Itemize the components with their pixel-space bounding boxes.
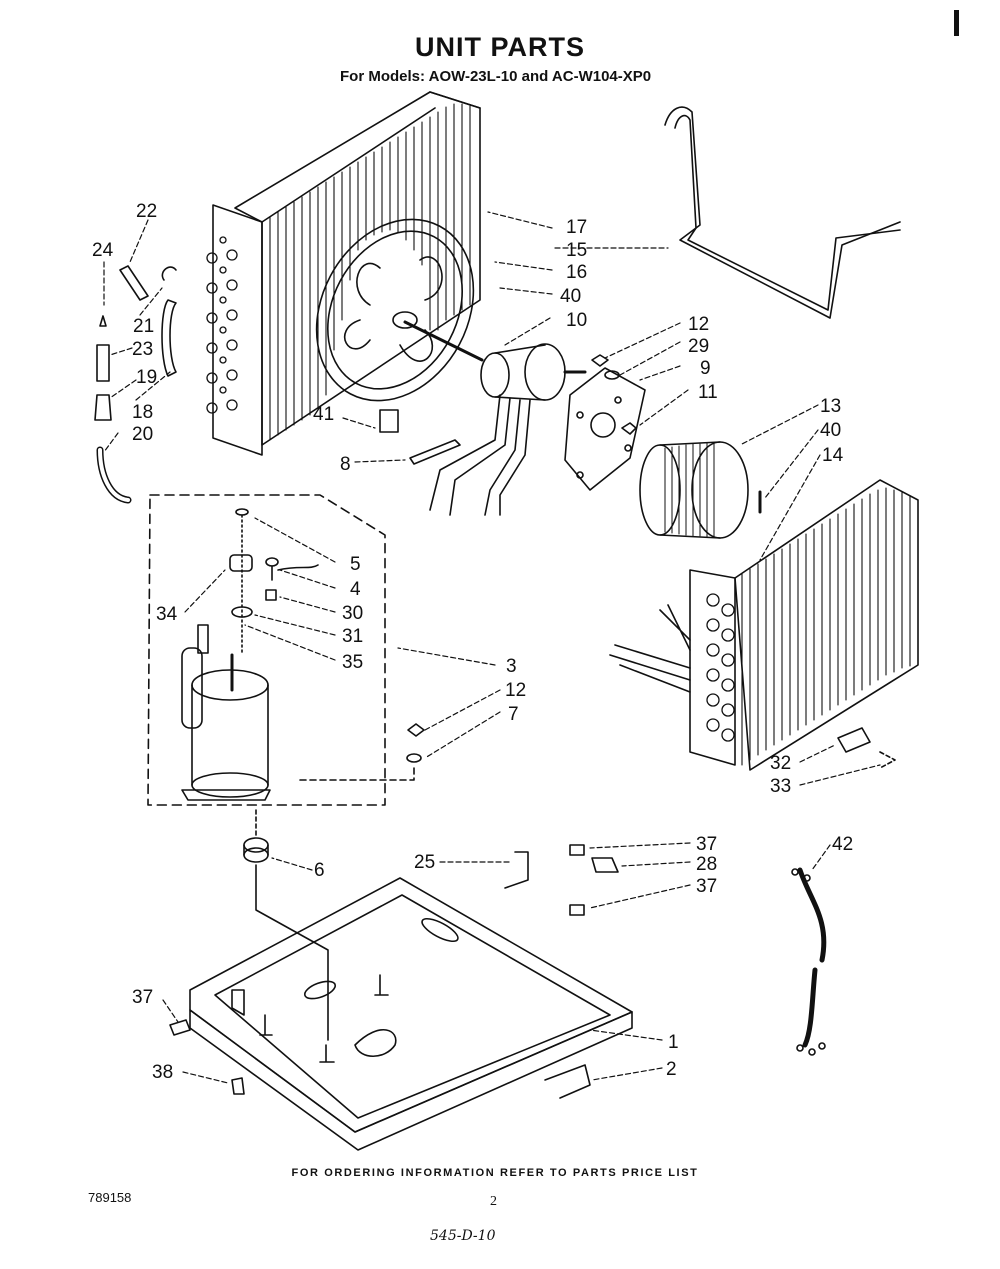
callout-31: 31 xyxy=(342,626,363,647)
callout-12-lower: 12 xyxy=(505,680,526,701)
callout-10: 10 xyxy=(566,310,587,331)
callout-23: 23 xyxy=(132,339,153,360)
mount-hardware xyxy=(299,723,425,781)
base-screw xyxy=(169,1019,191,1036)
leader-lines xyxy=(103,211,881,1084)
corner-mark xyxy=(954,10,959,36)
callout-18: 18 xyxy=(132,402,153,423)
blower-wheel xyxy=(639,441,749,539)
callout-28: 28 xyxy=(696,854,717,875)
callout-4: 4 xyxy=(350,579,361,600)
callout-37-upper: 37 xyxy=(696,834,717,855)
callout-32: 32 xyxy=(770,753,791,774)
document-number: 789158 xyxy=(88,1190,132,1205)
page-number: 2 xyxy=(490,1194,497,1209)
callout-25: 25 xyxy=(414,852,435,873)
callout-38: 38 xyxy=(152,1062,173,1083)
callout-5: 5 xyxy=(350,554,361,575)
callout-1: 1 xyxy=(668,1032,679,1053)
callout-35: 35 xyxy=(342,652,363,673)
callout-14: 14 xyxy=(822,445,844,466)
callout-numbers: 22 24 21 23 19 18 20 17 15 16 40 10 12 2… xyxy=(92,201,853,1083)
callout-6: 6 xyxy=(314,860,325,881)
callout-30: 30 xyxy=(342,603,363,624)
callout-9: 9 xyxy=(700,358,711,379)
thermostat-clip xyxy=(837,727,896,769)
callout-24: 24 xyxy=(92,240,114,261)
callout-11: 11 xyxy=(698,382,718,403)
handwritten-code: 545-D-10 xyxy=(430,1228,496,1244)
support-bracket xyxy=(544,1064,591,1099)
callout-34: 34 xyxy=(156,604,178,625)
compressor-fittings xyxy=(229,508,319,618)
models-subtitle: For Models: AOW-23L-10 and AC-W104-XP0 xyxy=(340,68,652,85)
callout-16: 16 xyxy=(566,262,587,283)
page-title: UNIT PARTS xyxy=(415,32,585,62)
callout-33: 33 xyxy=(770,776,791,797)
power-cord xyxy=(791,867,827,1056)
spring-clip xyxy=(231,1077,245,1095)
callout-37-lower: 37 xyxy=(132,987,153,1008)
fan-blade-assembly xyxy=(315,218,475,402)
clip-part xyxy=(379,409,399,433)
strap-part xyxy=(409,439,461,465)
copper-tube xyxy=(664,106,901,319)
callout-17: 17 xyxy=(566,217,587,238)
grommet xyxy=(243,809,329,1041)
callout-21: 21 xyxy=(133,316,154,337)
callout-20: 20 xyxy=(132,424,153,445)
callout-40-lower: 40 xyxy=(820,420,841,441)
callout-22: 22 xyxy=(136,201,157,222)
fan-motor xyxy=(403,320,587,516)
callout-41: 41 xyxy=(313,404,334,425)
callout-3: 3 xyxy=(506,656,517,677)
motor-bracket xyxy=(564,367,646,491)
callout-13: 13 xyxy=(820,396,841,417)
evaporator-coil xyxy=(609,479,919,771)
ordering-note: FOR ORDERING INFORMATION REFER TO PARTS … xyxy=(291,1167,699,1179)
callout-37-middle: 37 xyxy=(696,876,717,897)
compressor-group-outline xyxy=(147,494,386,806)
callout-29: 29 xyxy=(688,336,709,357)
condenser-coil xyxy=(206,91,481,456)
callout-15: 15 xyxy=(566,240,587,261)
callout-19: 19 xyxy=(136,367,157,388)
compressor xyxy=(181,514,271,801)
callout-12-upper: 12 xyxy=(688,314,709,335)
small-hardware xyxy=(504,844,619,916)
callout-40-upper: 40 xyxy=(560,286,581,307)
callout-8: 8 xyxy=(340,454,351,475)
callout-2: 2 xyxy=(666,1059,677,1080)
callout-7: 7 xyxy=(508,704,519,725)
callout-42: 42 xyxy=(832,834,853,855)
coil-tubes xyxy=(94,265,177,504)
nut-washer-set xyxy=(591,354,637,435)
base-pan xyxy=(189,877,633,1151)
